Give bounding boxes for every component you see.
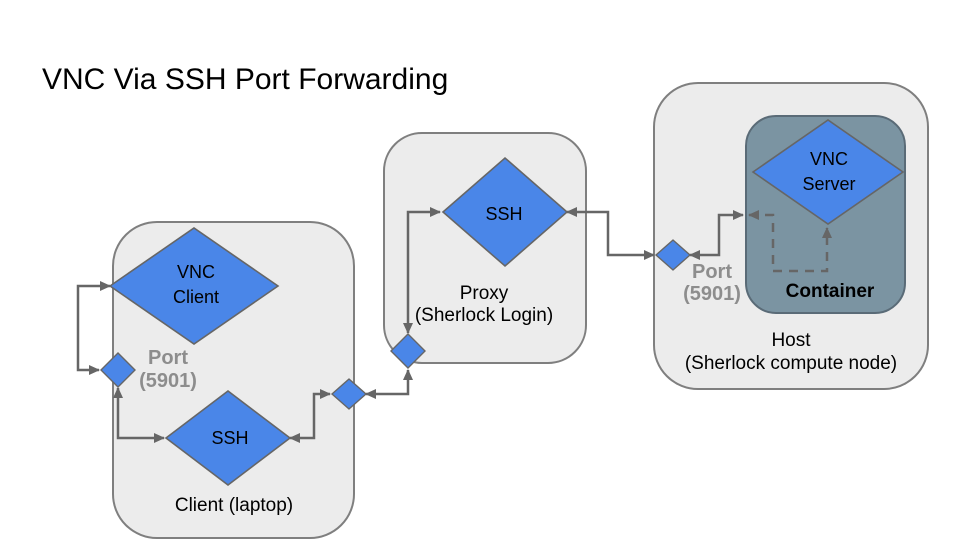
ssh-proxy-diamond (441, 156, 569, 268)
ssh-client-label: SSH (211, 428, 248, 448)
host-group-label-line2: (Sherlock compute node) (685, 353, 897, 374)
vnc-client-label-line1: VNC (177, 262, 215, 282)
connector-port-to-ssh-client (113, 387, 165, 443)
connector-vnc-client-to-port (76, 281, 111, 375)
vnc-server-label-line1: VNC (810, 149, 848, 169)
container-label: Container (786, 281, 875, 302)
vnc-client-label-line2: Client (173, 287, 219, 307)
proxy-group-label-line1: Proxy (460, 283, 509, 304)
client-port-label-line2: (5901) (139, 370, 197, 392)
host-group-label-line1: Host (771, 330, 811, 351)
connector-proxy-edge-to-ssh-proxy (403, 207, 441, 334)
host-port-label-line2: (5901) (683, 283, 741, 305)
vnc-client-diamond (108, 227, 280, 345)
diagram-title: VNC Via SSH Port Forwarding (42, 63, 448, 96)
ssh-client-diamond (164, 389, 292, 487)
client-port-diamond (100, 352, 136, 388)
ssh-proxy-label: SSH (485, 204, 522, 224)
connector-container-to-vnc-server-dashed (748, 210, 832, 273)
connector-ssh-client-to-client-edge (289, 389, 331, 443)
client-port-label-line1: Port (148, 347, 188, 369)
connector-host-port-to-container (689, 210, 744, 260)
client-edge-diamond (330, 378, 368, 410)
connector-client-edge-to-proxy-edge (365, 369, 413, 399)
vnc-server-label-line2: Server (802, 174, 855, 194)
connector-ssh-proxy-to-host-port (566, 207, 655, 260)
host-port-diamond (654, 239, 692, 271)
proxy-group-label-line2: (Sherlock Login) (415, 305, 553, 326)
host-port-label-line1: Port (692, 261, 732, 283)
vnc-server-diamond (751, 119, 905, 225)
proxy-edge-diamond (390, 333, 426, 369)
client-group-label: Client (laptop) (175, 495, 293, 516)
